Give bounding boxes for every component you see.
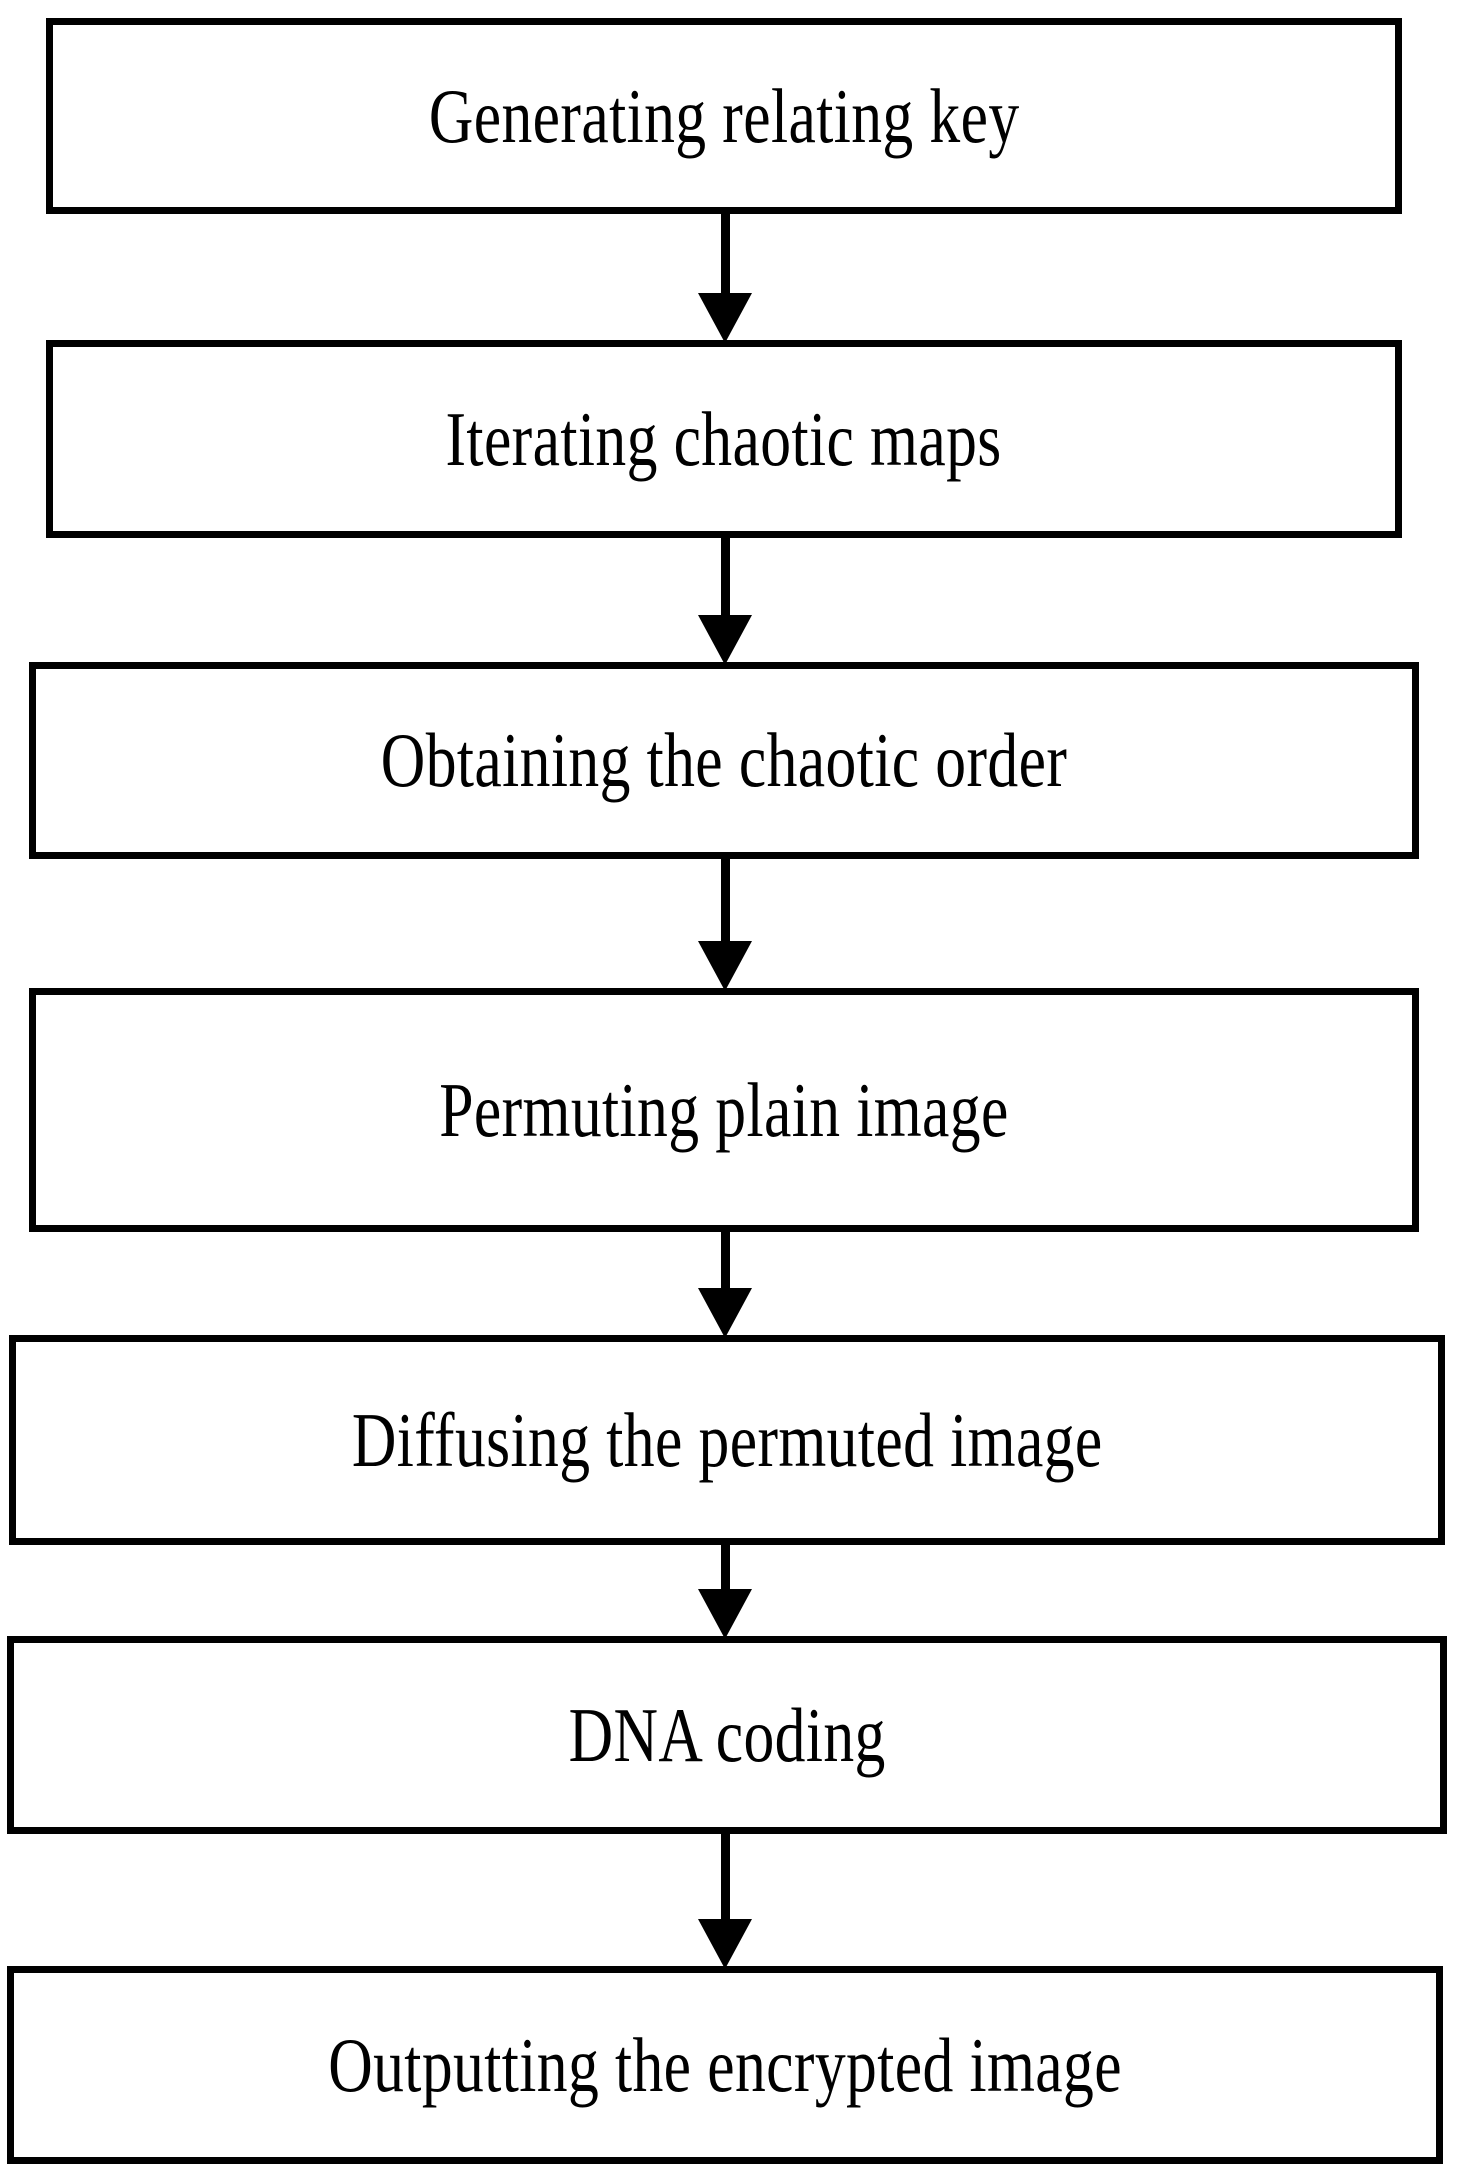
arrow-line (721, 212, 730, 297)
flow-node-4: Permuting plain image (29, 988, 1419, 1232)
flow-node-label: Generating relating key (428, 72, 1020, 159)
arrow-head-icon (698, 1919, 752, 1969)
flow-node-6: DNA coding (7, 1636, 1447, 1834)
flow-node-label: DNA coding (568, 1691, 886, 1778)
flow-node-label: Iterating chaotic maps (445, 395, 1003, 482)
arrow-line (721, 857, 730, 945)
flow-node-5: Diffusing the permuted image (9, 1335, 1445, 1545)
arrow-head-icon (698, 1589, 752, 1639)
flow-node-1: Generating relating key (46, 18, 1402, 214)
flow-node-3: Obtaining the chaotic order (29, 662, 1419, 859)
flow-node-label: Outputting the encrypted image (328, 2021, 1122, 2108)
flow-node-label: Diffusing the permuted image (351, 1396, 1103, 1483)
arrow-line (721, 536, 730, 619)
arrow-head-icon (698, 941, 752, 991)
arrow-line (721, 1832, 730, 1923)
flow-node-label: Obtaining the chaotic order (380, 717, 1068, 803)
arrow-head-icon (698, 1288, 752, 1338)
flow-node-label: Permuting plain image (439, 1066, 1009, 1153)
flow-node-7: Outputting the encrypted image (7, 1966, 1443, 2164)
arrow-head-icon (698, 615, 752, 665)
arrow-head-icon (698, 293, 752, 343)
flow-node-2: Iterating chaotic maps (46, 340, 1402, 538)
